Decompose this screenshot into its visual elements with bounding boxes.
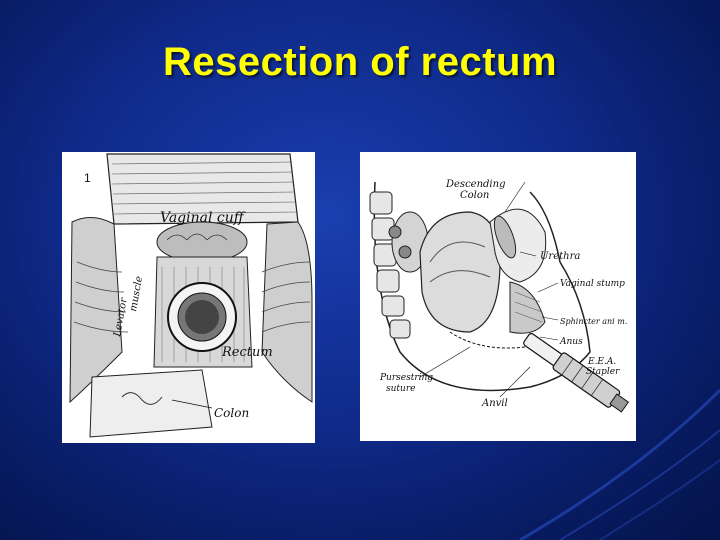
label-vaginal-cuff: Vaginal cuff xyxy=(160,210,246,226)
label-anus: Anus xyxy=(559,337,583,347)
stapler-anastomosis-illustration: Descending Colon Urethra Vaginal stump S… xyxy=(360,152,636,441)
rectum-resection-illustration: 1 Vaginal cuff Levator muscle Rectum Col… xyxy=(62,152,315,443)
label-colon-right: Colon xyxy=(460,190,489,201)
label-urethra: Urethra xyxy=(540,251,580,262)
label-rectum: Rectum xyxy=(221,345,273,360)
figure-number: 1 xyxy=(84,171,91,185)
label-pursestring: Pursestring xyxy=(379,373,433,383)
label-sphincter: Sphincter ani m. xyxy=(560,317,627,326)
label-colon: Colon xyxy=(214,406,249,420)
label-anvil: Anvil xyxy=(481,398,508,409)
left-illustration-drawing: 1 Vaginal cuff Levator muscle Rectum Col… xyxy=(62,152,315,443)
label-descending: Descending xyxy=(445,179,505,190)
label-vaginal-stump: Vaginal stump xyxy=(560,279,625,289)
label-eea: E.E.A. xyxy=(587,357,616,367)
slide-title: Resection of rectum xyxy=(162,40,558,84)
label-stapler: Stapler xyxy=(586,367,620,377)
right-illustration-drawing: Descending Colon Urethra Vaginal stump S… xyxy=(360,152,636,441)
label-suture: suture xyxy=(386,384,415,394)
